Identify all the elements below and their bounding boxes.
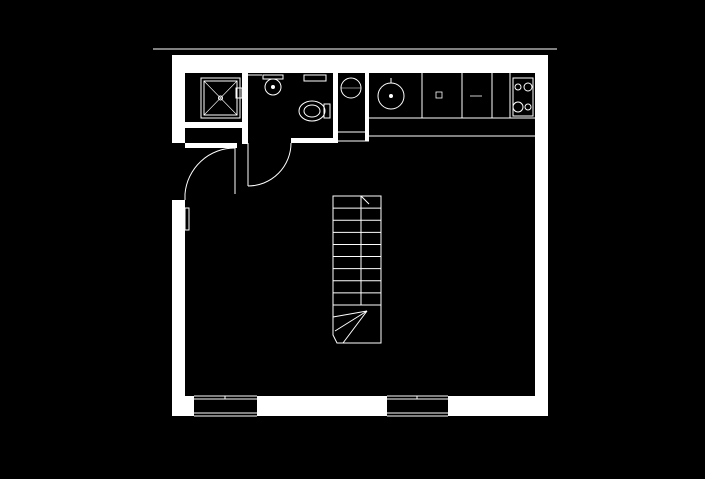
wc-door <box>247 142 292 187</box>
entry-door <box>184 147 236 200</box>
washbasin <box>262 74 284 96</box>
stair-step-winder <box>332 310 368 318</box>
stair-step-winder <box>342 310 368 344</box>
wall-left-upper <box>172 55 185 143</box>
shower-valve <box>235 87 243 99</box>
wall-bottom-center <box>257 396 387 416</box>
counter-lines <box>338 73 535 142</box>
partition-entry <box>185 143 237 148</box>
exterior-walls <box>172 55 548 416</box>
cooktop <box>512 77 534 117</box>
partition-wc-bottom <box>291 138 338 143</box>
partition-wc-heater <box>333 73 338 141</box>
water-heater <box>340 77 362 99</box>
stair-step-winder <box>334 310 368 332</box>
wall-left-lower <box>172 200 185 416</box>
kitchen-appliance-marks <box>435 91 482 99</box>
kitchen-sink <box>377 78 405 110</box>
partition-heater-kitchen <box>365 73 369 141</box>
light-switch <box>184 207 190 231</box>
staircase-outline <box>332 195 382 344</box>
toilet <box>298 74 331 122</box>
shower-tray <box>200 77 241 119</box>
partition-shower-bottom <box>185 122 245 128</box>
wall-bottom-right <box>448 396 548 416</box>
staircase <box>332 195 382 344</box>
window-right <box>387 395 448 417</box>
interior-partitions <box>185 73 369 148</box>
window-left <box>194 395 257 417</box>
stair-direction-arrow <box>360 195 370 205</box>
partition-shower-wc <box>242 73 248 144</box>
wall-top <box>172 55 548 73</box>
wall-right <box>535 55 548 416</box>
